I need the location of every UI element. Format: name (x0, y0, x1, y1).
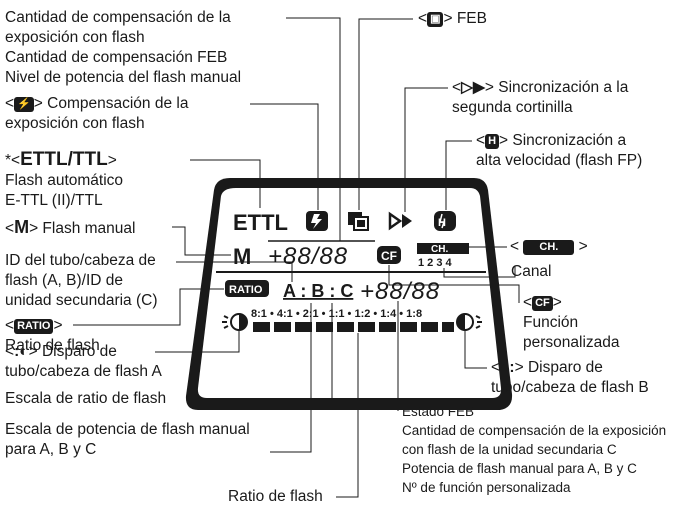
label-feb-status: Estado FEB Cantidad de compensación de l… (402, 402, 666, 497)
label-channel-icon: < CH. > (510, 237, 588, 257)
second-curtain-glyph-icon: ▷▶ (461, 79, 485, 96)
label-second-curtain: <▷▶> Sincronización a la segunda cortini… (452, 79, 629, 116)
ettl-line-2: E-TTL (II)/TTL (5, 192, 103, 209)
id-tube-3: unidad secundaria (C) (5, 292, 158, 309)
cf-icon-inline: CF (532, 296, 553, 311)
flash-comp-icon (306, 211, 328, 231)
ettl-main: ETTL/TTL (20, 149, 108, 170)
ettl-suffix: > (107, 152, 117, 169)
fire-a-line: tubo/cabeza de flash A (5, 363, 162, 380)
high-speed-icon: H (434, 211, 456, 231)
fire-a-icon (222, 313, 248, 331)
fire-a-suffix: > Disparo de (28, 343, 117, 360)
label-high-speed: <H> Sincronización a alta velocidad (fla… (476, 132, 643, 169)
high-speed-2: alta velocidad (flash FP) (476, 152, 643, 169)
label-id-tube: ID del tubo/cabeza de flash (A, B)/ID de… (5, 251, 158, 311)
label-ratio-icon: <RATIO> Ratio de flash (5, 316, 100, 356)
label-exp-comp-icon: <⚡> Compensación de la exposición con fl… (5, 95, 189, 132)
label-manual: <M> Flash manual (5, 217, 135, 239)
channel-prefix: < (510, 238, 520, 255)
fire-b-prefix: < (491, 359, 501, 376)
ratio-icon-lcd: RATIO (225, 280, 269, 297)
lcd-scale: 8:1 • 4:1 • 2:1 • 1:1 • 1:2 • 1:4 • 1:8 (251, 308, 422, 320)
fire-b-icon (456, 313, 482, 331)
feb-status-3: con flash de la unidad secundaria C (402, 442, 617, 457)
label-custom-func: <CF> Función personalizada (523, 293, 620, 353)
feb-status-5: Nº de función personalizada (402, 480, 571, 495)
cf-suffix: > (552, 294, 562, 311)
lcd-readout-bottom: +88/88 (360, 278, 440, 305)
fire-b-glyph-icon: ◑: (500, 359, 515, 376)
label-fire-a: <:◐> Disparo de tubo/cabeza de flash A (5, 342, 162, 382)
feb-status-1: Estado FEB (402, 404, 475, 419)
ratio-prefix: < (5, 317, 15, 334)
fire-a-glyph-icon: :◐ (14, 343, 29, 360)
label-exp-comp-3: Cantidad de compensación FEB (5, 49, 228, 66)
id-tube-2: flash (A, B)/ID de (5, 272, 124, 289)
channel-icon: CH. (523, 240, 575, 255)
label-ratio-scale: Escala de ratio de flash (5, 390, 167, 407)
svg-text:CH.: CH. (431, 244, 448, 255)
label-power-scale: Escala de potencia de flash manual para … (5, 420, 250, 460)
channel-display: CH. 1 2 3 4 (417, 243, 469, 269)
label-exp-comp-1: Cantidad de compensación de la (5, 9, 231, 26)
fire-b-suffix: > Disparo de (514, 359, 603, 376)
manual-suffix: > Flash manual (29, 220, 136, 237)
label-exp-comp-icon-1: Compensación de la (47, 95, 189, 112)
fire-a-prefix: < (5, 343, 15, 360)
channel-suffix: > (578, 238, 588, 255)
high-speed-1: > Sincronización a (499, 132, 627, 149)
scale-bars (253, 322, 454, 332)
id-tube-1: ID del tubo/cabeza de (5, 252, 156, 269)
svg-text:CF: CF (381, 249, 397, 263)
label-exp-comp-icon-2: exposición con flash (5, 115, 145, 132)
leader-lines (73, 17, 520, 498)
cf-line-2: personalizada (523, 334, 620, 351)
second-curtain-2: segunda cortinilla (452, 99, 573, 116)
feb-status-2: Cantidad de compensación de la exposició… (402, 423, 667, 438)
svg-text:RATIO: RATIO (229, 284, 263, 296)
label-fire-b: <◑:> Disparo de tubo/cabeza de flash B (491, 358, 649, 398)
label-exp-comp: Cantidad de compensación de la exposició… (5, 8, 241, 88)
ratio-suffix: > (53, 317, 63, 334)
label-feb: <▣> FEB (418, 10, 487, 27)
feb-status-4: Potencia de flash manual para A, B y C (402, 461, 637, 476)
lcd-abc: A : B : C (283, 281, 353, 301)
cf-icon: CF (377, 246, 401, 264)
manual-prefix: < (5, 220, 15, 237)
flash-comp-icon: ⚡ (14, 97, 34, 112)
lcd-m-text: M (233, 244, 251, 269)
label-exp-comp-4: Nivel de potencia del flash manual (5, 69, 242, 86)
feb-icon (348, 212, 369, 231)
ettl-prefix: *< (5, 152, 21, 169)
lcd-ettl-text: ETTL (233, 210, 288, 235)
label-ettl-ttl: *<ETTL/TTL> Flash automático E-TTL (II)/… (5, 150, 123, 211)
fire-b-line: tubo/cabeza de flash B (491, 379, 649, 396)
ratio-line: Ratio de flash (5, 337, 100, 354)
label-exp-comp-2: exposición con flash (5, 29, 145, 46)
label-ratio-flash: Ratio de flash (228, 488, 323, 505)
high-speed-glyph-icon: H (485, 134, 500, 149)
cf-line-1: Función (523, 314, 579, 331)
label-channel: Canal (511, 263, 552, 280)
feb-icon-inline: ▣ (427, 12, 444, 27)
second-curtain-1: > Sincronización a la (484, 79, 629, 96)
second-curtain-icon (388, 211, 412, 231)
cf-prefix: < (523, 294, 533, 311)
power-scale-2: para A, B y C (5, 441, 97, 458)
svg-text:H: H (438, 217, 446, 229)
svg-text:1 2 3 4: 1 2 3 4 (418, 257, 453, 269)
manual-main: M (14, 217, 30, 237)
ratio-icon: RATIO (14, 319, 54, 334)
lcd-readout-top: +88/88 (268, 243, 348, 270)
feb-text: > FEB (443, 10, 487, 27)
ettl-line-1: Flash automático (5, 172, 124, 189)
power-scale-1: Escala de potencia de flash manual (5, 421, 250, 438)
